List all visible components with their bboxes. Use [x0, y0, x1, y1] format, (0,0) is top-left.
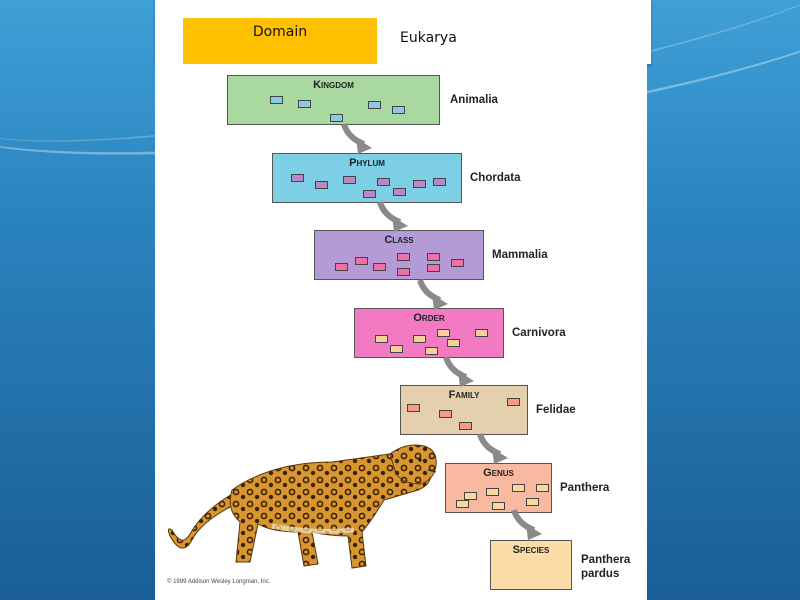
rank-name: Carnivora: [512, 327, 566, 339]
member-chip: [392, 106, 405, 114]
member-chip: [330, 114, 343, 122]
member-chip: [507, 398, 520, 406]
member-chip: [425, 347, 438, 355]
member-chip: [427, 253, 440, 261]
rank-box-phylum: Phylum: [272, 153, 462, 203]
member-chip: [363, 190, 376, 198]
member-chip: [459, 422, 472, 430]
copyright-text: © 1999 Addison Wesley Longman, Inc.: [167, 579, 270, 585]
curved-arrow-icon: [440, 355, 480, 391]
member-chip: [407, 404, 420, 412]
curved-arrow-icon: [414, 278, 454, 314]
rank-name: Mammalia: [492, 249, 548, 261]
rank-title: Phylum: [273, 157, 461, 169]
member-chip: [397, 253, 410, 261]
rank-title: Genus: [446, 467, 551, 479]
curved-arrow-icon: [474, 432, 514, 468]
member-chip: [343, 176, 356, 184]
rank-box-genus: Genus: [445, 463, 552, 513]
member-chip: [397, 268, 410, 276]
member-chip: [433, 178, 446, 186]
member-chip: [526, 498, 539, 506]
member-chip: [291, 174, 304, 182]
member-chip: [437, 329, 450, 337]
rank-box-family: Family: [400, 385, 528, 435]
member-chip: [377, 178, 390, 186]
member-chip: [492, 502, 505, 510]
leopard-illustration: [162, 440, 442, 580]
domain-value: Eukarya: [400, 30, 457, 46]
rank-title: Species: [491, 544, 571, 556]
member-chip: [447, 339, 460, 347]
member-chip: [486, 488, 499, 496]
curved-arrow-icon: [374, 200, 414, 236]
member-chip: [298, 100, 311, 108]
member-chip: [368, 101, 381, 109]
domain-label: Domain: [253, 24, 307, 40]
member-chip: [390, 345, 403, 353]
domain-label-box: Domain: [183, 18, 377, 64]
member-chip: [536, 484, 549, 492]
member-chip: [373, 263, 386, 271]
rank-title: Kingdom: [228, 79, 439, 91]
member-chip: [456, 500, 469, 508]
member-chip: [315, 181, 328, 189]
rank-name: Panthera: [560, 482, 609, 494]
curved-arrow-icon: [508, 508, 548, 544]
member-chip: [375, 335, 388, 343]
member-chip: [335, 263, 348, 271]
member-chip: [413, 180, 426, 188]
member-chip: [270, 96, 283, 104]
member-chip: [413, 335, 426, 343]
member-chip: [439, 410, 452, 418]
rank-name: Panthera pardus: [581, 553, 641, 581]
member-chip: [427, 264, 440, 272]
member-chip: [393, 188, 406, 196]
rank-name: Chordata: [470, 172, 520, 184]
member-chip: [512, 484, 525, 492]
rank-box-kingdom: Kingdom: [227, 75, 440, 125]
rank-name: Felidae: [536, 404, 576, 416]
member-chip: [475, 329, 488, 337]
rank-name: Animalia: [450, 94, 498, 106]
curved-arrow-icon: [338, 122, 378, 158]
rank-box-species: Species: [490, 540, 572, 590]
member-chip: [355, 257, 368, 265]
rank-box-order: Order: [354, 308, 504, 358]
member-chip: [464, 492, 477, 500]
rank-box-class: Class: [314, 230, 484, 280]
member-chip: [451, 259, 464, 267]
